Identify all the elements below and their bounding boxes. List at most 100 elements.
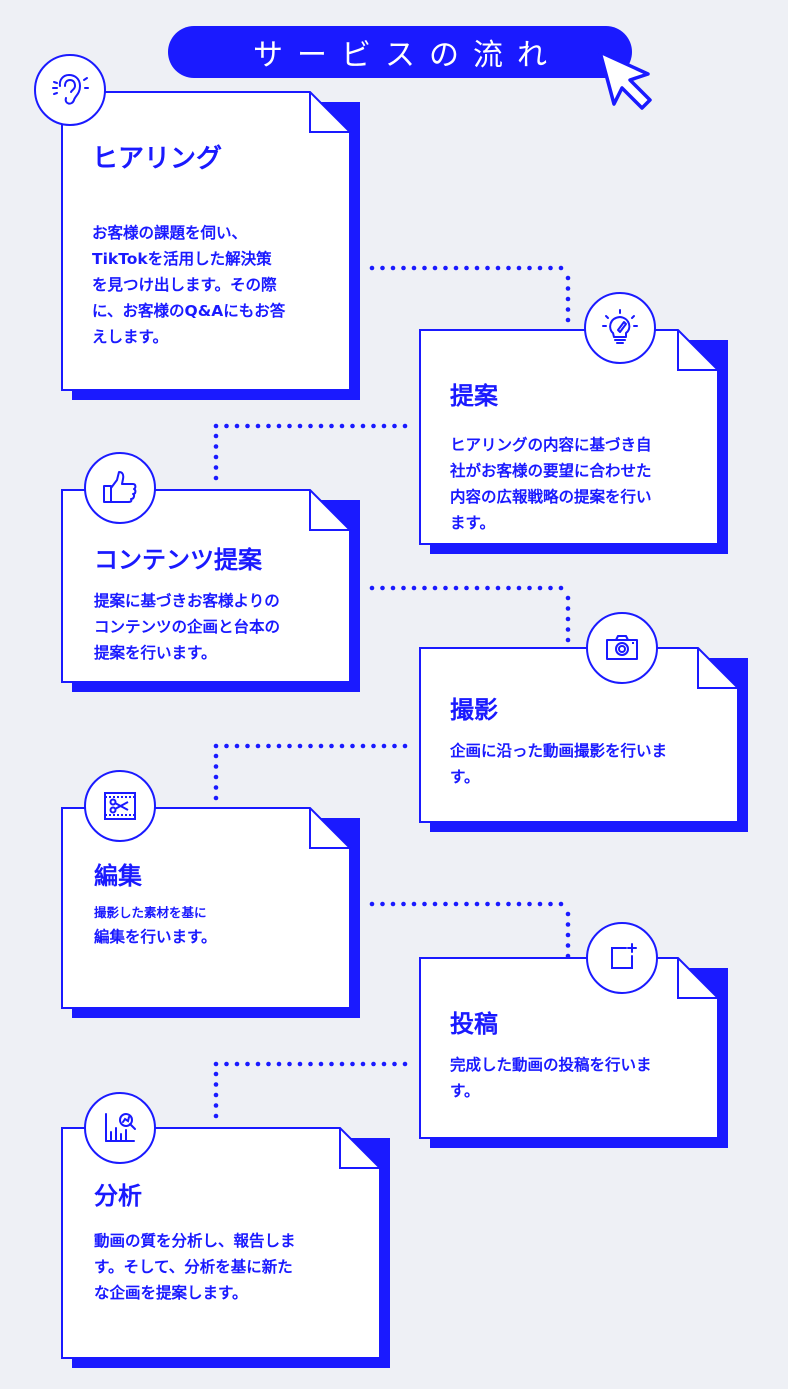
connector-dot	[565, 606, 571, 611]
connector-dot	[485, 265, 490, 271]
connector-dot	[558, 585, 564, 591]
connector-dot	[213, 454, 219, 460]
connector-dot	[380, 901, 385, 907]
connector-dot	[516, 265, 522, 271]
connector-dot	[527, 901, 532, 907]
connector-dot	[276, 423, 282, 429]
connector-dot	[213, 764, 219, 769]
step-body-editing-line2: 編集を行います。	[94, 928, 217, 946]
connector-dot	[464, 265, 469, 271]
connector-dot	[402, 423, 408, 429]
connector-dot	[360, 1061, 366, 1067]
connector-dot	[380, 585, 385, 591]
step-card-posting	[419, 957, 730, 1150]
connector-dot	[308, 743, 313, 749]
connector-dot	[537, 265, 543, 271]
connector-dot	[213, 1082, 219, 1087]
connector-dot	[287, 1061, 292, 1067]
step-body-posting: 完成した動画の投稿を行いま す。	[450, 1056, 652, 1100]
add-post-icon	[611, 943, 637, 969]
step-body-shooting: 企画に沿った動画撮影を行いま す。	[450, 742, 668, 786]
step-badge-hearing	[34, 54, 106, 126]
connector-dot	[287, 423, 292, 429]
header-pill: サービスの流れ	[168, 26, 632, 78]
connector-dot	[369, 265, 375, 271]
lightbulb-pen-icon	[602, 309, 638, 344]
connector-dot	[308, 423, 313, 429]
page-title: サービスの流れ	[253, 38, 561, 73]
connector-dot	[213, 1092, 219, 1098]
connector-dot	[350, 743, 355, 749]
connector-dot	[255, 743, 261, 749]
connector-dot	[443, 901, 448, 907]
connector-dot	[495, 585, 501, 591]
connector-dot	[565, 296, 571, 302]
connector-dot	[474, 265, 480, 271]
connector-dot	[360, 423, 366, 429]
step-title-shooting: 撮影	[450, 696, 498, 724]
connector-dot	[565, 317, 571, 323]
step-card-proposal	[419, 329, 730, 556]
step-title-content-proposal: コンテンツ提案	[94, 546, 262, 574]
connector-dot	[224, 1061, 229, 1067]
connector-dot	[276, 1061, 282, 1067]
connector-dot	[297, 743, 303, 749]
connector-dot	[402, 743, 408, 749]
connector-dot	[276, 743, 282, 749]
step-title-editing: 編集	[94, 862, 142, 890]
connector-dot	[297, 423, 303, 429]
connector-dot	[392, 1061, 397, 1067]
connector-dot	[245, 743, 250, 749]
connector-dot	[213, 1061, 219, 1067]
step-body-content-proposal: 提案に基づきお客様よりの コンテンツの企画と台本の 提案を行います。	[94, 592, 281, 662]
connector-dot	[350, 1061, 355, 1067]
connector-dot	[565, 922, 571, 927]
connector-dot	[234, 1061, 240, 1067]
connector-dot	[213, 774, 219, 780]
connector-dot	[371, 743, 376, 749]
connector-dot	[213, 753, 219, 759]
connector-dot	[422, 265, 427, 271]
step-title-proposal: 提案	[450, 382, 498, 410]
connector-dot	[213, 423, 219, 429]
connector-dot	[422, 585, 427, 591]
connector-dot	[443, 265, 448, 271]
connector-dot	[318, 1061, 324, 1067]
connector-dot	[318, 423, 324, 429]
connector-dot	[453, 265, 459, 271]
step-badge-proposal	[584, 292, 656, 364]
connector-dot	[565, 943, 571, 948]
connector-dot	[234, 743, 240, 749]
camera-icon	[606, 635, 638, 660]
connector-dot	[318, 743, 324, 749]
connector-dot	[213, 475, 219, 481]
connector-dot	[464, 585, 469, 591]
connector-dot	[266, 743, 271, 749]
connector-dot	[224, 423, 229, 429]
connector-dot	[548, 901, 553, 907]
connector-dot	[485, 901, 490, 907]
step-body-hearing: お客様の課題を伺い、 TikTokを活用した解決策 を見つけ出します。その際 に…	[92, 224, 286, 346]
connector-dot	[224, 743, 229, 749]
connector-dot	[371, 423, 376, 429]
step-title-posting: 投稿	[450, 1010, 498, 1038]
connector-dot	[453, 901, 459, 907]
connector-dot	[329, 1061, 334, 1067]
connector-dot	[548, 265, 553, 271]
connector-dot	[255, 1061, 261, 1067]
connector-dot	[464, 901, 469, 907]
thumbs-up-icon	[103, 471, 137, 503]
connector-dot	[213, 743, 219, 749]
step-body-proposal: ヒアリングの内容に基づき自 社がお客様の要望に合わせた 内容の広報戦略の提案を行…	[450, 436, 652, 532]
connector-dot	[401, 585, 406, 591]
connector-dot	[369, 585, 375, 591]
connector-dot	[506, 901, 511, 907]
connector-dot	[329, 423, 334, 429]
connector-dot	[558, 901, 564, 907]
connector-dot	[565, 932, 571, 938]
connector-dot	[401, 265, 406, 271]
step-badge-shooting	[586, 612, 658, 684]
connector-dot	[266, 1061, 271, 1067]
analytics-chart-icon	[105, 1113, 136, 1142]
connector-dot	[392, 423, 397, 429]
